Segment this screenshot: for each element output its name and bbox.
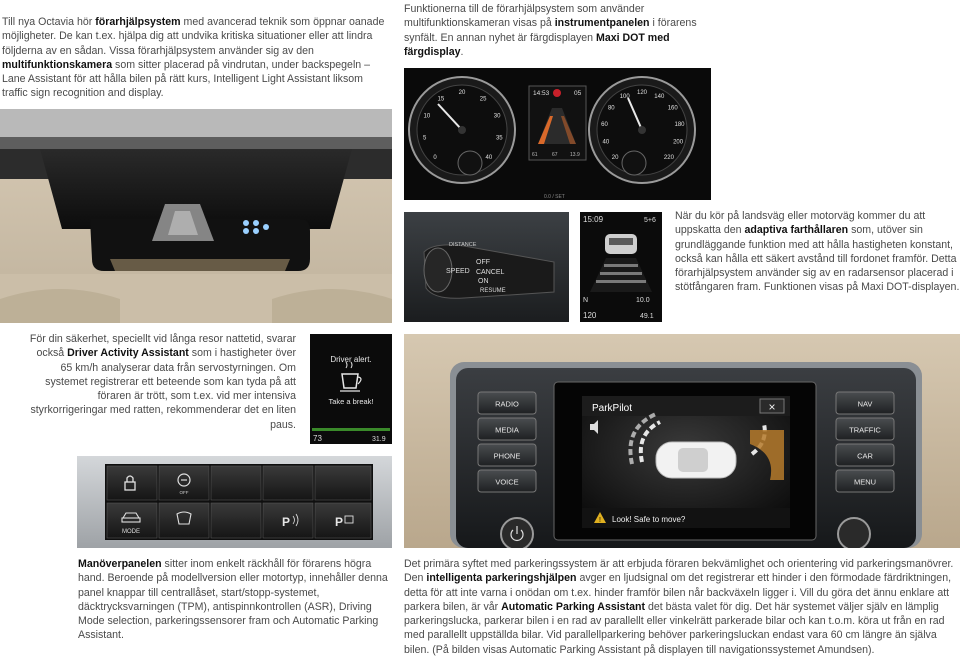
nav-left-button-label: RADIO — [495, 400, 519, 409]
park-assist-label: P — [335, 515, 343, 529]
acc-time: 15:09 — [583, 215, 604, 224]
stalk-on-label: ON — [478, 278, 489, 285]
stalk-off-label: OFF — [476, 259, 490, 266]
parking-car-icon — [655, 441, 737, 479]
tpm-icon — [176, 511, 192, 525]
nav-left-button-label: PHONE — [494, 452, 521, 461]
tune-knob[interactable] — [837, 517, 871, 548]
stalk-resume-label: RESUME — [480, 288, 506, 294]
cluster-readout-3: 13.9 — [570, 152, 580, 158]
tachometer-tick-label: 15 — [438, 96, 445, 102]
park-sensor-icon — [292, 513, 299, 527]
speedometer-tick-label: 120 — [637, 90, 648, 96]
speedometer-tick-label: 180 — [674, 122, 685, 128]
coffee-cup-icon — [340, 361, 362, 392]
acc-text: När du kör på landsväg eller motorväg ko… — [675, 210, 960, 294]
speedometer-tick-label: 200 — [673, 140, 684, 146]
close-icon: × — [768, 400, 775, 414]
camera-photo — [0, 109, 392, 323]
acc-mid-right: 10.0 — [636, 297, 650, 304]
nav-left-button-label: VOICE — [495, 478, 518, 487]
lock-icon — [124, 475, 136, 491]
warning-icon: ! — [594, 512, 606, 524]
driver-alert-photo: Driver alert. Take a break! 73 31.9 — [310, 334, 392, 444]
parkpilot-title: ParkPilot — [592, 403, 632, 414]
speedometer-tick-label: 20 — [612, 155, 619, 161]
svg-text:OFF: OFF — [180, 490, 189, 495]
control-panel-text: Manöverpanelen sitter inom enkelt räckhå… — [78, 558, 388, 642]
speedometer-tick-label: 160 — [668, 106, 679, 112]
nav-left-phone-button[interactable] — [477, 443, 537, 467]
parking-sensor-arcs — [628, 412, 767, 465]
acc-bottom-right: 49.1 — [640, 313, 654, 320]
nav-right-button-label: NAV — [858, 400, 873, 409]
stalk-speed-label: SPEED — [446, 268, 470, 275]
parkpilot-close-button[interactable] — [759, 398, 785, 414]
navigation-unit-photo: RADIO MEDIA PHONE VOICE NAV TRAFFIC CAR MENU P… — [404, 334, 960, 548]
stalk-cancel-label: CANCEL — [476, 269, 505, 276]
nav-right-nav-button[interactable] — [835, 391, 895, 415]
driver-alert-odometer: 31.9 — [372, 436, 386, 443]
tachometer-tick-label: 35 — [496, 135, 503, 141]
nav-right-button-label: MENU — [854, 478, 876, 487]
tachometer-dial: 0 5 10 15 20 25 30 35 40 — [423, 90, 503, 161]
speedometer-tick-label: 100 — [620, 94, 631, 100]
tachometer-tick-label: 40 — [486, 155, 493, 161]
mode-button-label: MODE — [122, 529, 140, 535]
cruise-stalk-photo: DISTANCE OFF SPEED CANCEL ON RESUME — [404, 212, 569, 322]
speedometer-tick-label: 60 — [601, 122, 608, 128]
tachometer-tick-label: 30 — [494, 114, 501, 120]
tachometer-tick-label: 0 — [433, 155, 437, 161]
power-icon — [510, 526, 524, 541]
nav-right-traffic-button[interactable] — [835, 417, 895, 441]
nav-left-voice-button[interactable] — [477, 469, 537, 493]
speedometer-tick-label: 80 — [608, 106, 615, 112]
tachometer-tick-label: 10 — [424, 114, 431, 120]
speaker-icon — [590, 420, 598, 434]
cluster-text: Funktionerna till de förarhjälpsystem so… — [404, 3, 697, 58]
cluster-gear: 05 — [574, 90, 582, 97]
cluster-readout-2: 67 — [552, 152, 558, 158]
parkpilot-warning: Look! Safe to move? — [612, 515, 686, 524]
nav-left-radio-button[interactable] — [477, 391, 537, 415]
nav-right-button-label: CAR — [857, 452, 873, 461]
nav-left-media-button[interactable] — [477, 417, 537, 441]
speedometer-tick-label: 40 — [603, 140, 610, 146]
park-assist-icon — [344, 515, 354, 524]
acc-speed: 120 — [583, 311, 597, 320]
nav-right-button-label: TRAFFIC — [849, 426, 881, 435]
speedometer-tick-label: 220 — [664, 155, 675, 161]
control-panel-photo: OFF MODE P P — [77, 456, 392, 548]
acc-display-photo: 15:09 5+6 N 10.0 120 49.1 — [580, 212, 662, 322]
cluster-time: 14:53 — [533, 90, 550, 97]
parking-text: Det primära syftet med parkeringssystem … — [404, 558, 954, 656]
speedometer-tick-label: 140 — [654, 94, 665, 100]
park-sensor-label: P — [282, 515, 290, 529]
tachometer-tick-label: 5 — [423, 135, 427, 141]
acc-mid-left: N — [583, 297, 588, 304]
intro-text: Till nya Octavia hör förarhjälpsystem me… — [2, 16, 385, 100]
tachometer-tick-label: 20 — [459, 90, 466, 96]
acc-top-right: 5+6 — [644, 217, 656, 224]
start-stop-icon — [177, 473, 191, 487]
driver-alert-title: Driver alert. — [330, 355, 371, 364]
cluster-readout-1: 61 — [532, 152, 538, 158]
driver-alert-speed: 73 — [313, 434, 322, 443]
svg-text:!: ! — [599, 517, 601, 524]
cluster-bottom-label: 0.0 / SET — [544, 194, 565, 200]
tachometer-tick-label: 25 — [480, 96, 487, 102]
driver-activity-text: För din säkerhet, speciellt vid långa re… — [29, 333, 296, 431]
nav-right-car-button[interactable] — [835, 443, 895, 467]
stalk-distance-label: DISTANCE — [449, 242, 477, 248]
driver-alert-action: Take a break! — [328, 397, 373, 406]
car-mode-icon — [121, 512, 141, 523]
nav-right-menu-button[interactable] — [835, 469, 895, 493]
nav-left-button-label: MEDIA — [495, 426, 519, 435]
